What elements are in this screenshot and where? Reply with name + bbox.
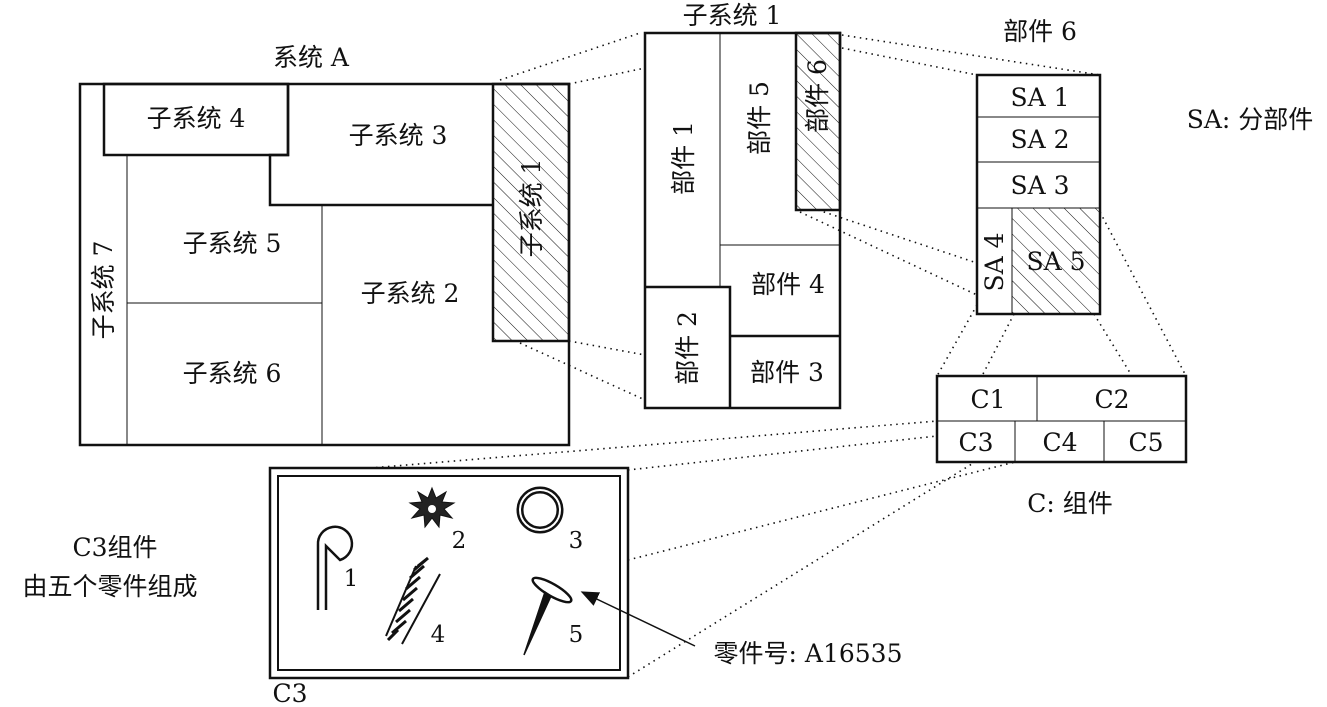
ring-icon [516, 486, 564, 534]
part-number-3: 3 [569, 528, 584, 554]
components-legend: C: 组件 [1027, 489, 1113, 518]
component-c1-label: C1 [970, 385, 1005, 414]
sa-legend: SA: 分部件 [1187, 105, 1314, 134]
subsystem-1-title: 子系统 1 [683, 1, 782, 30]
part-6-frame [975, 73, 1102, 316]
zoom-lines-sa5 [936, 211, 1187, 377]
sa-1-label: SA 1 [1010, 83, 1069, 112]
subsystem-7-label: 子系统 7 [89, 241, 118, 340]
components-frame [935, 374, 1188, 464]
part-5-label: 部件 5 [745, 81, 774, 155]
part-number-callout-label: 零件号: A16535 [714, 639, 903, 668]
part-6-detail: 部件 6 SA 1 SA 2 SA 3 SA 4 SA 5 SA: 分部件 [975, 17, 1314, 316]
c3-caption-line1: C3组件 [72, 533, 157, 562]
component-c3-label: C3 [958, 428, 993, 457]
components-grid: C1 C2 C3 C4 C5 C: 组件 [935, 374, 1188, 518]
sa-2-label: SA 2 [1010, 125, 1069, 154]
part-number-4: 4 [431, 622, 446, 648]
zoom-lines-part-6 [799, 34, 1101, 296]
c3-frame-label: C3 [272, 679, 307, 707]
c3-caption: C3组件 由五个零件组成 [22, 533, 197, 601]
part-3-label: 部件 3 [750, 358, 824, 387]
part-number-2: 2 [452, 528, 467, 554]
part-6-label: 部件 6 [803, 59, 832, 133]
subsystem-4-label: 子系统 4 [147, 104, 246, 133]
part-6-hatched-box [794, 31, 842, 212]
subsystem-2-label: 子系统 2 [361, 279, 460, 308]
part-2-border [645, 285, 732, 408]
sa5-hatched-box [1012, 208, 1100, 314]
part-6-title: 部件 6 [1003, 17, 1077, 46]
system-a: 系统 A 子系统 4 子系统 3 子系统 5 子系统 2 子系统 6 子系统 7… [78, 43, 571, 447]
component-c2-label: C2 [1094, 385, 1129, 414]
zoom-lines-subsystem-1 [499, 32, 646, 401]
sa-5-label: SA 5 [1026, 247, 1085, 276]
starburst-icon [408, 486, 456, 529]
part-2-label: 部件 2 [673, 311, 702, 385]
part-4-label: 部件 4 [751, 270, 825, 299]
part-number-callout: 零件号: A16535 [580, 591, 903, 668]
spring-icon [385, 556, 441, 645]
pin-icon [316, 525, 354, 610]
part-number-1: 1 [344, 566, 359, 592]
subsystem-1-hatched-box [491, 82, 571, 343]
subsystem-1-label: 子系统 1 [517, 159, 546, 258]
system-a-title: 系统 A [273, 43, 350, 72]
component-c4-label: C4 [1042, 428, 1077, 457]
subsystem-1-detail: 子系统 1 部件 1 部件 5 部件 6 部件 4 部件 2 部件 3 [643, 1, 842, 410]
c3-detail: C3 1 2 3 4 5 [268, 466, 630, 707]
nail-icon [523, 576, 573, 656]
part-number-5: 5 [569, 622, 584, 648]
callout-arrow [580, 591, 696, 647]
subsystem-1-frame [643, 31, 842, 410]
c3-caption-line2: 由五个零件组成 [22, 572, 197, 601]
part-1-label: 部件 1 [669, 121, 698, 195]
subsystem-5-label: 子系统 5 [183, 229, 282, 258]
component-c5-label: C5 [1128, 428, 1163, 457]
zoom-lines-c3 [369, 420, 1016, 678]
sa-4-label: SA 4 [980, 232, 1009, 291]
subsystem-6-label: 子系统 6 [183, 359, 282, 388]
c3-inner-frame [277, 475, 621, 671]
subsystem-4-box [102, 82, 290, 157]
c3-outer-frame [268, 466, 630, 680]
subsystem-3-label: 子系统 3 [349, 121, 448, 150]
sa-3-label: SA 3 [1010, 171, 1069, 200]
